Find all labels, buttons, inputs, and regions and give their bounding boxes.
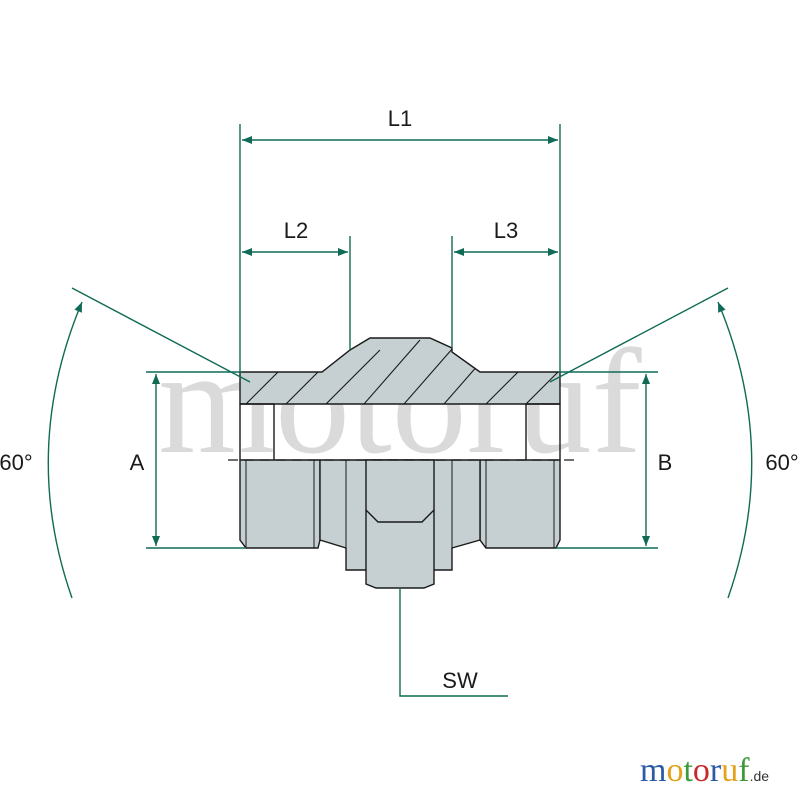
thread-right — [479, 459, 561, 549]
logo-letter: r — [709, 752, 722, 789]
logo-letter: m — [640, 752, 667, 789]
angle-arc-left — [47, 301, 83, 599]
motoruf-logo: motoruf.de — [640, 752, 769, 790]
thread-left — [239, 459, 321, 549]
logo-letter: t — [683, 752, 693, 789]
logo-suffix: .de — [749, 768, 770, 784]
logo-letter: u — [721, 752, 739, 789]
logo-letter: f — [738, 752, 750, 789]
section-top — [239, 337, 561, 405]
dimensions — [47, 124, 753, 697]
logo-letter: o — [666, 752, 684, 789]
logo-letters: motoruf — [640, 752, 750, 789]
label-b: B — [658, 450, 673, 475]
label-l1: L1 — [388, 106, 412, 131]
label-angle-left: 60° — [0, 450, 33, 475]
label-a: A — [130, 450, 145, 475]
label-sw: SW — [442, 668, 478, 693]
angle-arc-right — [717, 301, 753, 599]
label-l3: L3 — [494, 218, 518, 243]
sw-leader — [399, 588, 508, 697]
logo-letter: o — [692, 752, 710, 789]
fitting-body — [239, 337, 561, 589]
label-l2: L2 — [284, 218, 308, 243]
hex-nut — [365, 459, 435, 589]
label-angle-right: 60° — [765, 450, 798, 475]
